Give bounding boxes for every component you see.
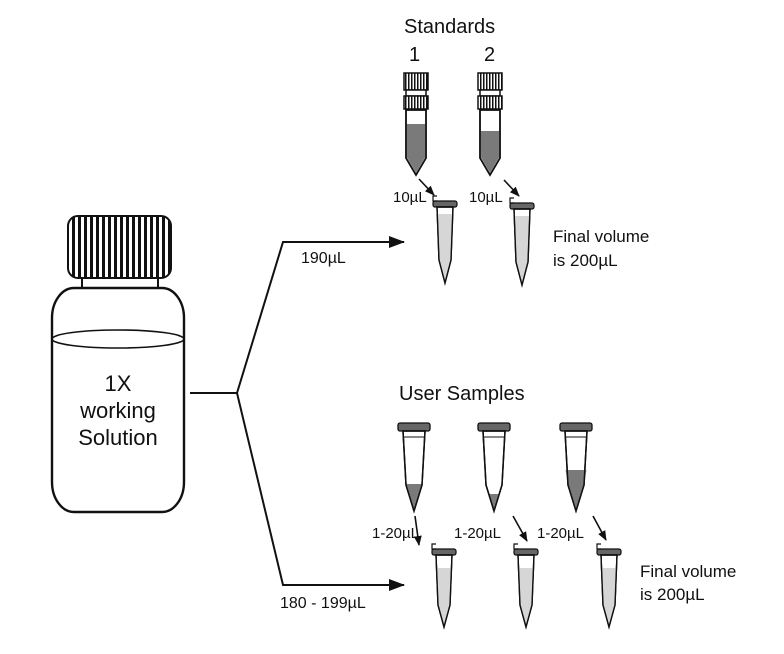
sample-dest-tube-2 <box>513 543 539 630</box>
sample-transfer-label-3: 1-20µL <box>537 525 585 542</box>
samples-buffer-volume: 180 - 199µL <box>280 595 366 612</box>
standard-transfer-label-2: 10µL <box>469 189 503 206</box>
samples-final-volume-line-1: Final volume <box>640 562 737 581</box>
bottle-label-line-3: Solution <box>78 425 158 450</box>
bottle-label-line-1: 1X <box>104 371 132 396</box>
standard-dest-tube-2 <box>509 197 535 288</box>
transfer-arrow-sample-3 <box>592 515 607 541</box>
sample-dest-tube-3 <box>596 543 622 630</box>
user-sample-tube-3 <box>559 422 593 514</box>
standard-number-2: 2 <box>484 44 496 66</box>
transfer-arrow-sample-2 <box>512 515 528 542</box>
standards-title: Standards <box>404 16 496 38</box>
standard-dest-tube-1 <box>432 195 458 286</box>
standard-number-1: 1 <box>409 44 421 66</box>
branch-lines <box>190 236 405 591</box>
user-sample-tube-2 <box>477 422 511 514</box>
bottle-label: 1X working Solution <box>52 370 184 451</box>
standard-tube-2 <box>477 72 503 177</box>
transfer-arrow-standard-1 <box>418 178 435 196</box>
user-samples-title: User Samples <box>399 383 525 405</box>
standard-transfer-label-1: 10µL <box>393 189 427 206</box>
standards-final-volume-line-2: is 200µL <box>553 251 618 270</box>
user-sample-tube-1 <box>397 422 431 514</box>
transfer-arrow-standard-2 <box>503 179 520 197</box>
standards-final-volume-line-1: Final volume <box>553 227 650 246</box>
samples-final-volume-line-2: is 200µL <box>640 585 705 604</box>
transfer-arrow-sample-1 <box>413 515 422 546</box>
sample-dest-tube-1 <box>431 543 457 630</box>
sample-transfer-label-1: 1-20µL <box>372 525 420 542</box>
bottle-label-line-2: working <box>80 398 156 423</box>
standards-buffer-volume: 190µL <box>301 250 346 267</box>
standard-tube-1 <box>403 72 429 177</box>
sample-transfer-label-2: 1-20µL <box>454 525 502 542</box>
working-solution-bottle <box>50 215 186 514</box>
